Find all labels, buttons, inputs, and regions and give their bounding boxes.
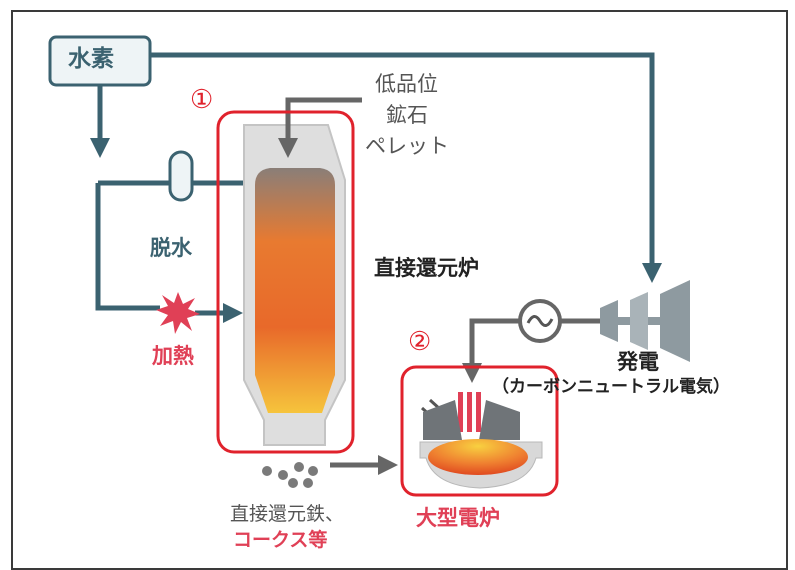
drf-label: 直接還元炉 — [374, 256, 479, 280]
highlight-box-2 — [400, 365, 559, 497]
electric-arc-furnace — [419, 392, 543, 489]
heat-burst-icon — [156, 292, 200, 334]
direct-reduction-furnace — [243, 124, 346, 446]
dri-label-line1: 直接還元鉄、 — [230, 503, 345, 525]
ore-label-line3: ペレット — [365, 134, 449, 158]
power-line — [462, 318, 520, 383]
hydrogen-label: 水素 — [68, 46, 114, 72]
power-gen-label: 発電 — [617, 350, 659, 374]
ore-feed-arrow — [278, 97, 362, 158]
dri-pellets-icon — [262, 462, 318, 488]
eaf-label: 大型電炉 — [416, 506, 500, 530]
marker-1: ① — [190, 85, 214, 115]
dehydration-label: 脱水 — [150, 236, 192, 260]
marker-2: ② — [408, 327, 432, 357]
hydrogen-flow-lines — [90, 52, 662, 323]
dri-label-line2: コークス等 — [233, 529, 328, 551]
ac-generator-icon — [518, 299, 562, 343]
turbine-icon — [600, 280, 690, 362]
ore-label-line2: 鉱石 — [386, 103, 428, 127]
highlight-box-1 — [216, 110, 355, 454]
heating-label: 加熱 — [152, 344, 194, 368]
ore-label-line1: 低品位 — [375, 72, 438, 96]
power-note-label: （カーボンニュートラル電気） — [492, 377, 730, 397]
dehydrator-vessel-icon — [168, 150, 194, 202]
